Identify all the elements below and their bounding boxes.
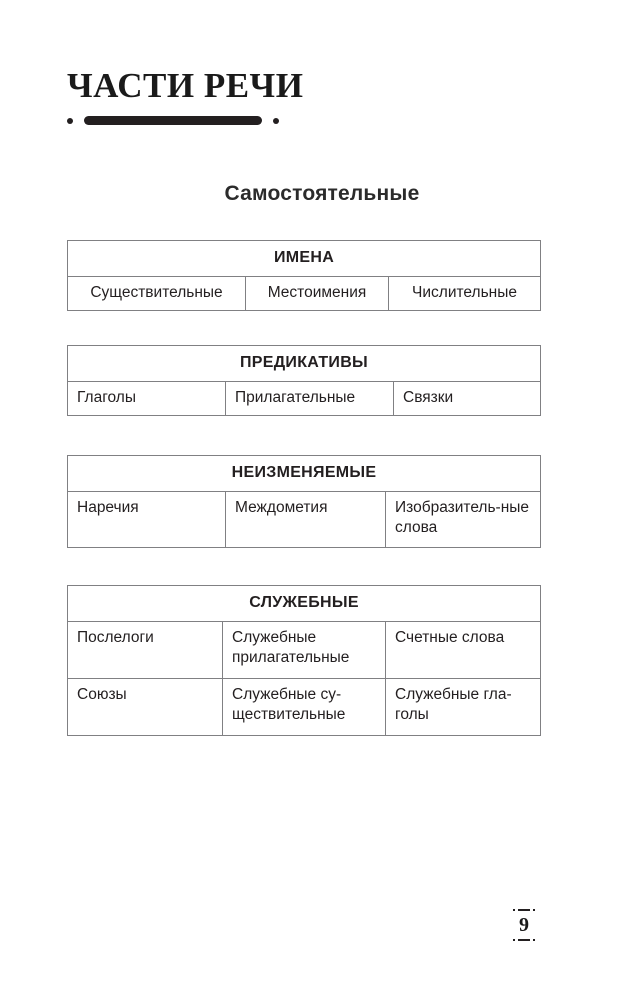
table-row: Союзы Служебные су-ществительные Служебн… [67,678,542,737]
table-header-row: ПРЕДИКАТИВЫ [66,344,542,383]
rule-dot-right-icon [273,118,279,124]
rule-bar-icon [84,116,262,125]
table-header-row: ИМЕНА [66,239,542,278]
table-cell: Счетные слова [384,621,542,680]
table-row: Глаголы Прилагательные Связки [67,381,542,417]
folio-ornament-bar-icon [518,939,530,941]
table-cell: Служебные гла-голы [384,678,542,737]
folio-ornament-bar-icon [518,909,530,911]
table-row: Наречия Междометия Изобразитель-ные слов… [67,491,542,549]
folio-ornament-dot-right-icon [533,939,535,941]
table-cell: Союзы [67,678,223,737]
table-header-label: СЛУЖЕБНЫЕ [66,584,542,623]
folio-ornament-dot-right-icon [533,909,535,911]
table-cell: Местоимения [245,276,389,312]
table-cell: Числительные [387,276,542,312]
folio-ornament-bottom-icon [512,938,536,942]
page-title: ЧАСТИ РЕЧИ [67,66,304,105]
table-header-label: НЕИЗМЕНЯЕМЫЕ [66,454,542,493]
table-predikativy: ПРЕДИКАТИВЫ Глаголы Прилагательные Связк… [66,344,542,417]
table-cell: Существительные [67,276,246,312]
table-cell: Глаголы [67,381,226,417]
table-row: Послелоги Служебные прилагательные Счетн… [67,621,542,680]
rule-dot-left-icon [67,118,73,124]
table-header-label: ПРЕДИКАТИВЫ [66,344,542,383]
table-cell: Послелоги [67,621,223,680]
folio-inner: 9 [508,908,540,942]
table-cell: Междометия [225,491,386,549]
table-cell: Прилагательные [225,381,394,417]
section-heading: Самостоятельные [224,182,420,205]
table-neizmenyaemye: НЕИЗМЕНЯЕМЫЕ Наречия Междометия Изобрази… [66,454,542,549]
title-decorative-rule [67,115,279,127]
folio-ornament-dot-left-icon [513,939,515,941]
table-cell: Служебные прилагательные [222,621,386,680]
title-block: ЧАСТИ РЕЧИ [67,68,547,127]
page-number: 9 [519,914,529,936]
table-imena: ИМЕНА Существительные Местоимения Числит… [66,239,542,312]
table-header-row: СЛУЖЕБНЫЕ [66,584,542,623]
table-cell: Связки [392,381,542,417]
table-cell: Изобразитель-ные слова [384,491,542,549]
table-cell: Наречия [67,491,226,549]
table-sluzhebnye: СЛУЖЕБНЫЕ Послелоги Служебные прилагател… [66,584,542,737]
table-header-label: ИМЕНА [66,239,542,278]
table-cell: Служебные су-ществительные [222,678,386,737]
table-row: Существительные Местоимения Числительные [67,276,542,312]
folio-ornament-dot-left-icon [513,909,515,911]
table-header-row: НЕИЗМЕНЯЕМЫЕ [66,454,542,493]
folio-ornament-top-icon [512,908,536,912]
